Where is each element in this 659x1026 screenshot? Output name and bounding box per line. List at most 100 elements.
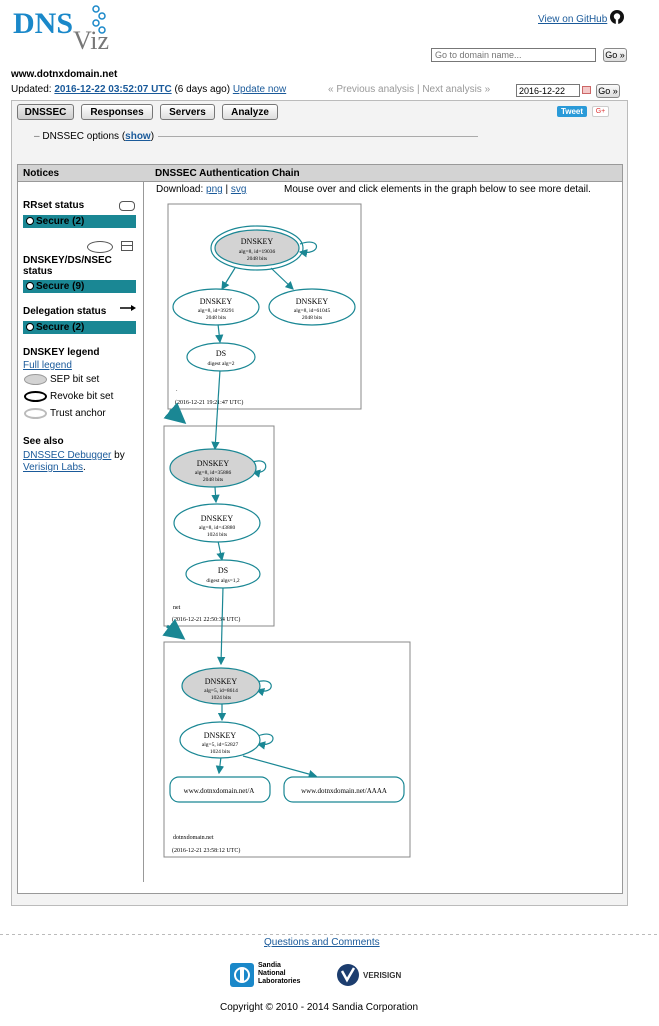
google-plus-button[interactable]: G+: [592, 106, 609, 117]
edge[interactable]: [216, 540, 225, 562]
node-line1: digest algs=1,2: [206, 578, 240, 584]
sandia-line3: Laboratories: [258, 978, 301, 985]
delegation-edge[interactable]: [163, 402, 187, 424]
rrset-shape-icon: [119, 201, 135, 211]
see-also-period: .: [83, 462, 86, 473]
sandia-line1: Sandia: [258, 962, 281, 969]
tweet-button[interactable]: Tweet: [557, 106, 587, 117]
questions-link[interactable]: Questions and Comments: [264, 937, 380, 948]
dnskey-node-35886[interactable]: DNSKEY alg=8, id=35886 2048 bits: [169, 448, 257, 488]
edge[interactable]: [216, 586, 226, 666]
node-title: www.dotnxdomain.net/A: [184, 787, 255, 795]
node-line2: 1024 bits: [207, 532, 227, 538]
dnskey-status-badge[interactable]: Secure (9): [23, 280, 136, 293]
node-line2: 1024 bits: [210, 749, 230, 755]
dnskey-legend-title: DNSKEY legend: [23, 347, 100, 358]
delegation-status-title: Delegation status: [23, 306, 107, 317]
dnssec-debugger-link[interactable]: DNSSEC Debugger: [23, 450, 112, 461]
rrset-node-aaaa[interactable]: www.dotnxdomain.net/AAAA: [283, 776, 405, 803]
node-line1: alg=5, id=8614: [204, 688, 238, 694]
notices-title: Notices: [23, 168, 60, 179]
zone-net-name: net: [173, 605, 181, 611]
dnskey-node-19036[interactable]: DNSKEY alg=8, id=19036 2048 bits: [210, 225, 304, 271]
zone-net-time: (2016-12-21 22:50:34 UTC): [172, 616, 240, 623]
verisign-labs-link[interactable]: Verisign Labs: [23, 462, 84, 473]
options-close: ): [150, 131, 155, 142]
full-legend-link[interactable]: Full legend: [23, 360, 72, 371]
self-edge[interactable]: [251, 460, 267, 478]
see-also-text: DNSSEC Debugger by Verisign Labs.: [23, 450, 141, 474]
delegation-edge[interactable]: [162, 618, 186, 640]
node-title: DS: [216, 349, 226, 358]
delegation-badge-label: Secure (2): [36, 322, 85, 333]
see-also-title: See also: [23, 436, 64, 447]
dnskey-node-8614[interactable]: DNSKEY alg=5, id=8614 1024 bits: [181, 667, 261, 705]
node-title: www.dotnxdomain.net/AAAA: [301, 787, 387, 795]
edge[interactable]: [221, 267, 236, 291]
node-line1: alg=5, id=52827: [202, 742, 239, 748]
goto-domain-input[interactable]: [431, 48, 596, 62]
self-edge[interactable]: [255, 680, 272, 697]
github-icon[interactable]: [610, 10, 624, 24]
sandia-line2: National: [258, 970, 286, 977]
self-edge[interactable]: [256, 733, 274, 750]
goto-button[interactable]: Go »: [603, 48, 627, 62]
dnskey-status-title: DNSKEY/DS/NSEC status: [23, 255, 112, 277]
analysis-timestamp-link[interactable]: 2016-12-22 03:52:07 UTC: [54, 84, 172, 95]
github-link[interactable]: View on GitHub: [538, 14, 608, 25]
verisign-wordmark: VERISIGN: [363, 971, 402, 980]
expand-icon: [26, 217, 34, 226]
delegation-status-badge[interactable]: Secure (2): [23, 321, 136, 334]
copyright: Copyright © 2010 - 2014 Sandia Corporati…: [220, 1002, 419, 1013]
sep-legend-icon: [24, 374, 47, 385]
edge[interactable]: [270, 267, 294, 290]
edge[interactable]: [215, 756, 225, 775]
node-line1: digest alg=2: [207, 361, 234, 367]
calendar-icon[interactable]: [582, 86, 591, 94]
dnskey-node-61045[interactable]: DNSKEY alg=8, id=61045 2048 bits: [268, 288, 356, 326]
options-show-link[interactable]: show: [125, 131, 151, 142]
zone-dotnx-name: dotnxdomain.net: [173, 835, 214, 841]
previous-analysis: « Previous analysis: [328, 84, 415, 95]
download-row: Download: png | svg: [156, 184, 247, 195]
tab-analyze[interactable]: Analyze: [222, 104, 278, 120]
next-analysis: Next analysis »: [422, 84, 491, 95]
date-input[interactable]: [516, 84, 580, 97]
edge[interactable]: [211, 369, 221, 451]
ds-node-dotnx[interactable]: DS digest algs=1,2: [185, 559, 261, 589]
verisign-logo[interactable]: VERISIGN: [336, 963, 418, 989]
footer-divider: [0, 934, 659, 935]
node-title: DNSKEY: [200, 297, 233, 306]
rrset-badge-label: Secure (2): [36, 216, 85, 227]
edge[interactable]: [211, 486, 220, 504]
download-svg-link[interactable]: svg: [230, 184, 247, 195]
arrow-right-icon: [120, 304, 136, 315]
dnskey-node-43880[interactable]: DNSKEY alg=8, id=43880 1024 bits: [173, 503, 261, 543]
mouse-over-note: Mouse over and click elements in the gra…: [284, 184, 591, 195]
date-go-button[interactable]: Go »: [596, 84, 620, 98]
edge[interactable]: [215, 323, 224, 344]
rrset-node-a[interactable]: www.dotnxdomain.net/A: [169, 776, 271, 803]
download-png-link[interactable]: png: [206, 184, 223, 195]
self-edge[interactable]: [298, 241, 317, 258]
node-line2: 1024 bits: [211, 695, 231, 701]
nsec-shape-icon: [121, 241, 133, 251]
sandia-logo[interactable]: Sandia National Laboratories: [229, 962, 301, 990]
panel-header: [18, 165, 622, 182]
tab-dnssec[interactable]: DNSSEC: [17, 104, 74, 120]
ds-node-net[interactable]: DS digest alg=2: [186, 342, 256, 372]
node-line1: alg=8, id=61045: [294, 308, 331, 314]
node-line2: 2048 bits: [203, 477, 223, 483]
update-now-link[interactable]: Update now: [232, 84, 287, 95]
tab-responses[interactable]: Responses: [81, 104, 153, 120]
dnsviz-logo[interactable]: DNS Viz: [13, 5, 123, 55]
dnskey-badge-label: Secure (9): [36, 281, 85, 292]
edge[interactable]: [242, 755, 318, 779]
tab-servers[interactable]: Servers: [160, 104, 215, 120]
node-title: DNSKEY: [241, 237, 274, 246]
rrset-status-badge[interactable]: Secure (2): [23, 215, 136, 228]
panel-divider: [143, 182, 144, 882]
options-label: DNSSEC options (: [42, 131, 126, 142]
dnskey-node-39291[interactable]: DNSKEY alg=8, id=39291 2048 bits: [172, 288, 260, 326]
dnskey-node-52827[interactable]: DNSKEY alg=5, id=52827 1024 bits: [179, 721, 261, 759]
